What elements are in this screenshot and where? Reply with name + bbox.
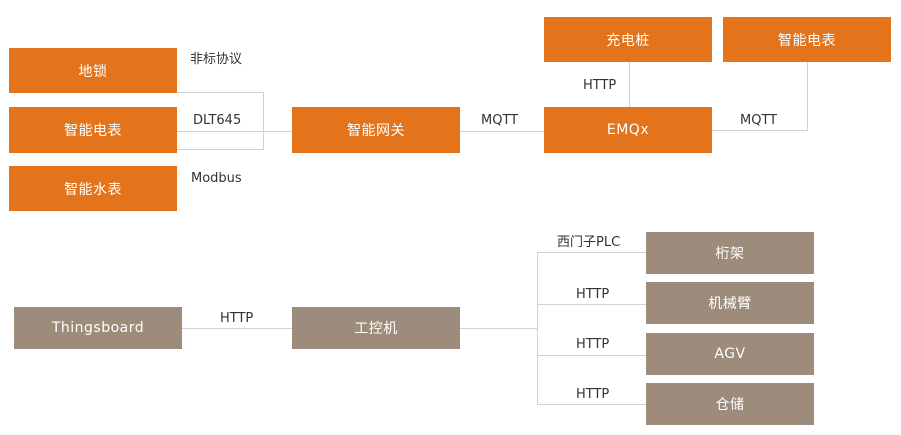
node-label: 机械臂 <box>708 296 752 312</box>
node-label: 工控机 <box>354 321 398 337</box>
protocol-label-siemens-plc: 西门子PLC <box>557 235 621 250</box>
connector-bracket-vertical <box>263 92 264 150</box>
connector-broker-meter-v <box>807 62 808 131</box>
connector-branch-gantry <box>537 252 646 253</box>
protocol-label-charger-http: HTTP <box>583 78 617 93</box>
connector-branch-robot-arm <box>537 304 646 305</box>
protocol-label-robot-arm-http: HTTP <box>576 287 610 302</box>
node-agv: AGV <box>646 333 814 375</box>
connector-gateway-broker <box>460 131 544 132</box>
node-label: 智能电表 <box>778 32 836 49</box>
node-label: 桁架 <box>715 246 745 262</box>
node-smart-gateway: 智能网关 <box>292 107 460 153</box>
node-label: Thingsboard <box>51 320 145 336</box>
node-smart-meter-right: 智能电表 <box>723 17 891 62</box>
connector-power-meter <box>177 131 292 132</box>
node-label: 智能水表 <box>64 181 122 198</box>
protocol-label-warehouse-http: HTTP <box>576 387 610 402</box>
connector-tree-vertical <box>537 252 538 405</box>
connector-broker-meter-h <box>712 130 808 131</box>
node-emqx-broker: EMQx <box>544 107 712 153</box>
protocol-label-nonstandard: 非标协议 <box>190 52 243 67</box>
protocol-label-modbus: Modbus <box>191 171 242 186</box>
connector-branch-agv <box>537 355 646 356</box>
connector-water-meter <box>177 149 264 150</box>
node-label: EMQx <box>606 122 650 138</box>
node-thingsboard: Thingsboard <box>14 307 182 349</box>
node-label: 充电桩 <box>606 32 650 49</box>
node-smart-power-meter: 智能电表 <box>9 107 177 153</box>
node-smart-water-meter: 智能水表 <box>9 166 177 211</box>
node-warehouse: 仓储 <box>646 383 814 425</box>
node-robot-arm: 机械臂 <box>646 282 814 324</box>
node-label: 智能电表 <box>64 123 122 139</box>
node-gantry: 桁架 <box>646 232 814 274</box>
node-ground-lock: 地锁 <box>9 48 177 93</box>
node-charging-pile: 充电桩 <box>544 17 712 62</box>
connector-branch-warehouse <box>537 404 646 405</box>
node-label: AGV <box>714 346 746 362</box>
protocol-label-dlt645: DLT645 <box>193 113 242 128</box>
protocol-label-platform-http: HTTP <box>220 311 254 326</box>
protocol-label-gateway-mqtt: MQTT <box>481 113 519 128</box>
node-label: 仓储 <box>715 397 745 413</box>
node-label: 智能网关 <box>347 123 405 139</box>
connector-platform-controller <box>182 328 292 329</box>
connector-ground-lock <box>177 92 264 93</box>
node-industrial-pc: 工控机 <box>292 307 460 349</box>
protocol-label-meter-mqtt: MQTT <box>740 113 778 128</box>
connector-controller-trunk <box>460 328 538 329</box>
protocol-label-agv-http: HTTP <box>576 337 610 352</box>
node-label: 地锁 <box>78 63 108 80</box>
connector-charger-broker <box>629 62 630 107</box>
